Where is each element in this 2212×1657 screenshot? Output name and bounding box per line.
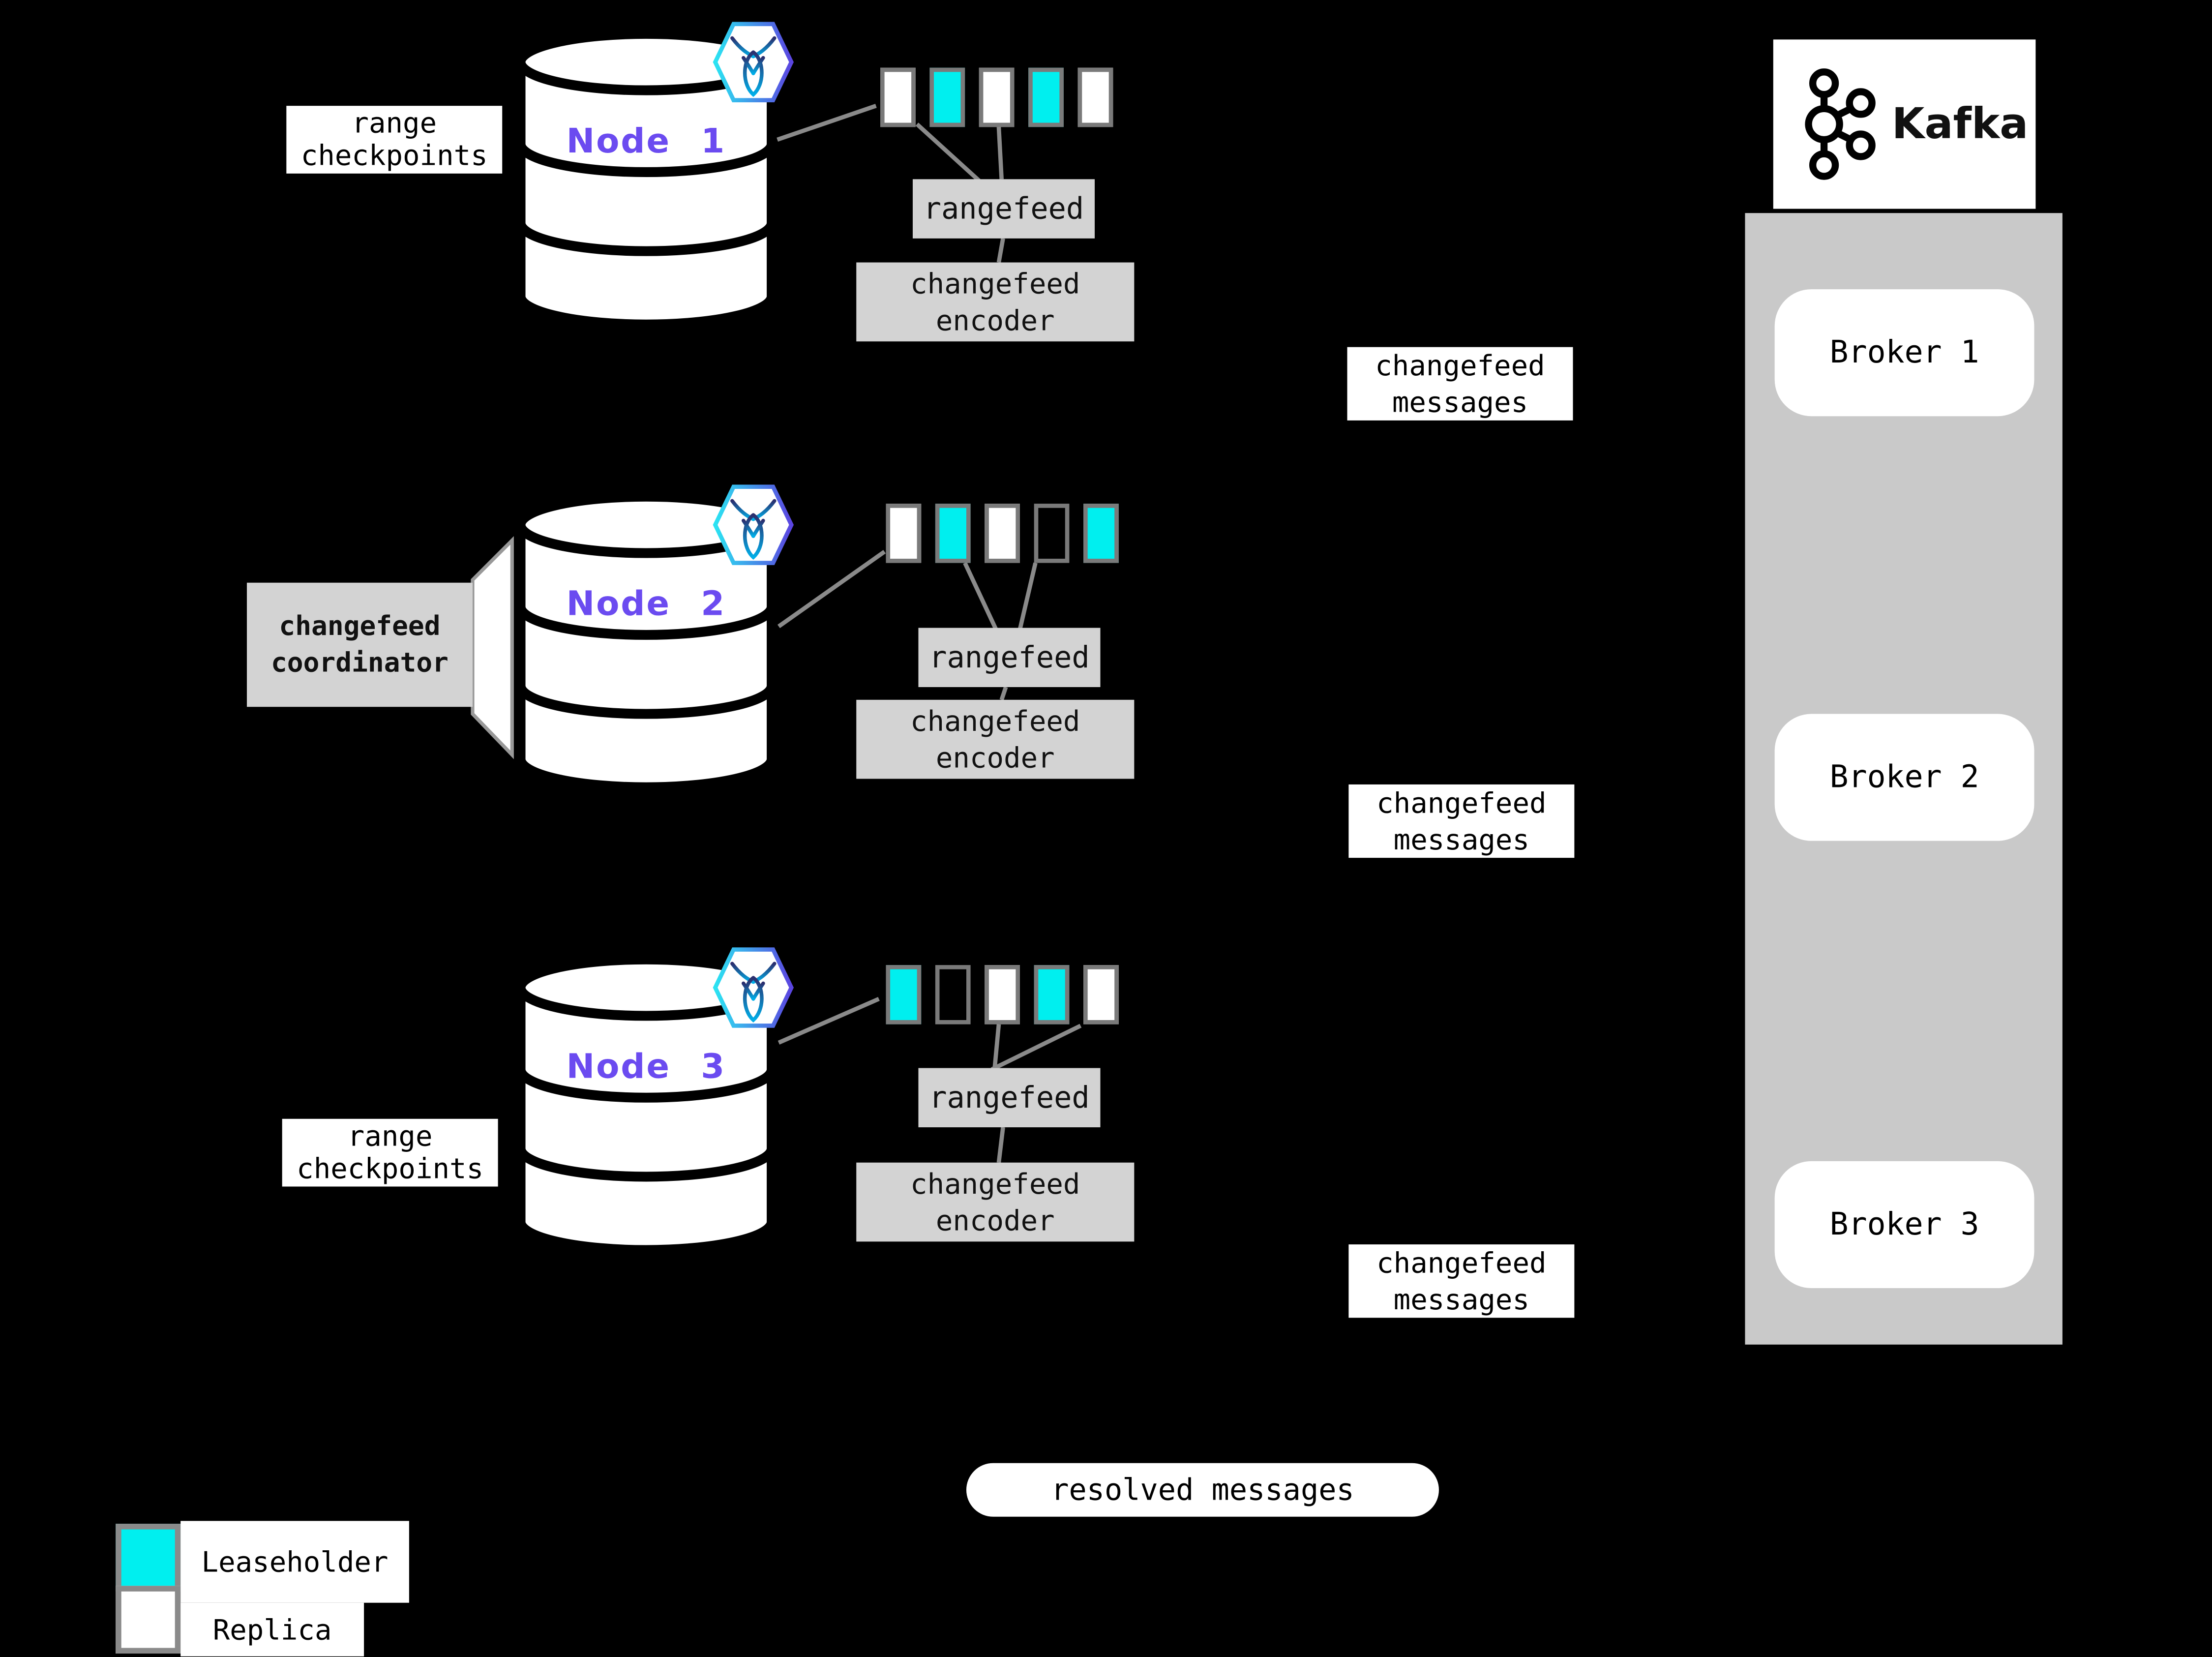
range-square	[985, 504, 1020, 563]
rangefeed-label: rangefeed	[929, 1081, 1090, 1115]
messages-line2: messages	[1393, 822, 1530, 857]
broker-label: Broker 3	[1829, 1207, 1979, 1242]
cockroachdb-hexagon-icon	[713, 484, 794, 565]
node-3-group: Node 3	[515, 947, 794, 1256]
database-cylinder	[515, 491, 777, 792]
broker-label: Broker 2	[1829, 759, 1979, 795]
range-square	[985, 965, 1020, 1024]
coordinator-flap	[471, 536, 514, 759]
rangefeed-box-1: rangefeed	[912, 179, 1095, 239]
legend-swatch-replica	[116, 1586, 181, 1654]
kafka-brand-label: Kafka	[1891, 99, 2029, 149]
legend-label-replica: Replica	[180, 1602, 364, 1657]
resolved-messages-label: resolved messages	[1051, 1473, 1354, 1507]
database-cylinder	[515, 954, 777, 1255]
encoder-line1: changefeed	[910, 704, 1080, 738]
changefeed-messages-box-1: changefeed messages	[1347, 347, 1573, 421]
changefeed-encoder-box-1: changefeed encoder	[856, 262, 1135, 342]
database-cylinder	[515, 29, 777, 330]
range-square	[1034, 965, 1070, 1024]
legend-swatch-leaseholder	[116, 1524, 181, 1592]
messages-line1: changefeed	[1375, 348, 1545, 383]
node-1-group: Node 1	[515, 22, 794, 330]
rangefeed-label: rangefeed	[929, 640, 1090, 675]
range-square	[886, 504, 922, 563]
range-checkpoints-box-1: range checkpoints	[286, 106, 503, 174]
encoder-line2: encoder	[935, 303, 1055, 337]
node-2-range-squares	[886, 504, 1119, 563]
changefeed-coordinator-box: changefeed coordinator	[247, 582, 473, 707]
range-checkpoints-line2: checkpoints	[300, 138, 488, 172]
range-square	[1028, 67, 1064, 127]
kafka-broker-container: Broker 1 Broker 2 Broker 3	[1745, 213, 2063, 1345]
node-label: Node 1	[566, 121, 726, 161]
changefeed-messages-box-3: changefeed messages	[1348, 1244, 1575, 1318]
encoder-line2: encoder	[935, 1203, 1055, 1237]
coordinator-line2: coordinator	[270, 647, 448, 679]
broker-2: Broker 2	[1774, 714, 2034, 841]
range-square	[1083, 965, 1119, 1024]
legend-text: Replica	[212, 1612, 332, 1647]
resolved-messages-pill: resolved messages	[966, 1463, 1439, 1517]
range-checkpoints-line2: checkpoints	[297, 1151, 484, 1185]
broker-3: Broker 3	[1774, 1161, 2034, 1289]
changefeed-encoder-box-3: changefeed encoder	[856, 1162, 1135, 1242]
cockroachdb-hexagon-icon	[713, 22, 794, 102]
range-checkpoints-line1: range	[347, 1118, 433, 1153]
changefeed-encoder-box-2: changefeed encoder	[856, 699, 1135, 779]
node-3-range-squares	[886, 965, 1119, 1024]
rangefeed-box-3: rangefeed	[918, 1068, 1101, 1128]
kafka-logo-icon	[1805, 68, 1876, 180]
range-square	[1034, 504, 1070, 563]
rangefeed-box-2: rangefeed	[918, 628, 1101, 688]
range-square	[979, 67, 1015, 127]
messages-line1: changefeed	[1376, 1245, 1547, 1280]
messages-line1: changefeed	[1376, 785, 1547, 820]
encoder-line2: encoder	[935, 741, 1055, 775]
range-square	[1083, 504, 1119, 563]
broker-label: Broker 1	[1829, 335, 1979, 371]
changefeed-messages-box-2: changefeed messages	[1348, 784, 1575, 858]
range-square	[1077, 67, 1113, 127]
cockroachdb-hexagon-icon	[713, 947, 794, 1028]
node-label: Node 3	[566, 1047, 726, 1086]
node-1-range-squares	[880, 67, 1113, 127]
broker-1: Broker 1	[1774, 289, 2034, 417]
range-square	[880, 67, 916, 127]
range-square	[935, 965, 971, 1024]
coordinator-line1: changefeed	[279, 611, 441, 642]
legend-label-leaseholder: Leaseholder	[180, 1521, 409, 1603]
legend-text: Leaseholder	[201, 1545, 389, 1579]
node-2-group: Node 2	[515, 484, 794, 793]
encoder-line1: changefeed	[910, 1167, 1080, 1201]
encoder-line1: changefeed	[910, 267, 1080, 301]
range-checkpoints-line1: range	[352, 106, 437, 140]
rangefeed-label: rangefeed	[923, 192, 1084, 226]
range-square	[886, 965, 922, 1024]
range-square	[929, 67, 965, 127]
range-checkpoints-box-2: range checkpoints	[282, 1118, 498, 1187]
node-label: Node 2	[566, 584, 726, 624]
range-square	[935, 504, 971, 563]
messages-line2: messages	[1393, 1282, 1530, 1317]
messages-line2: messages	[1392, 385, 1528, 419]
kafka-logo-panel: Kafka	[1773, 39, 2036, 209]
